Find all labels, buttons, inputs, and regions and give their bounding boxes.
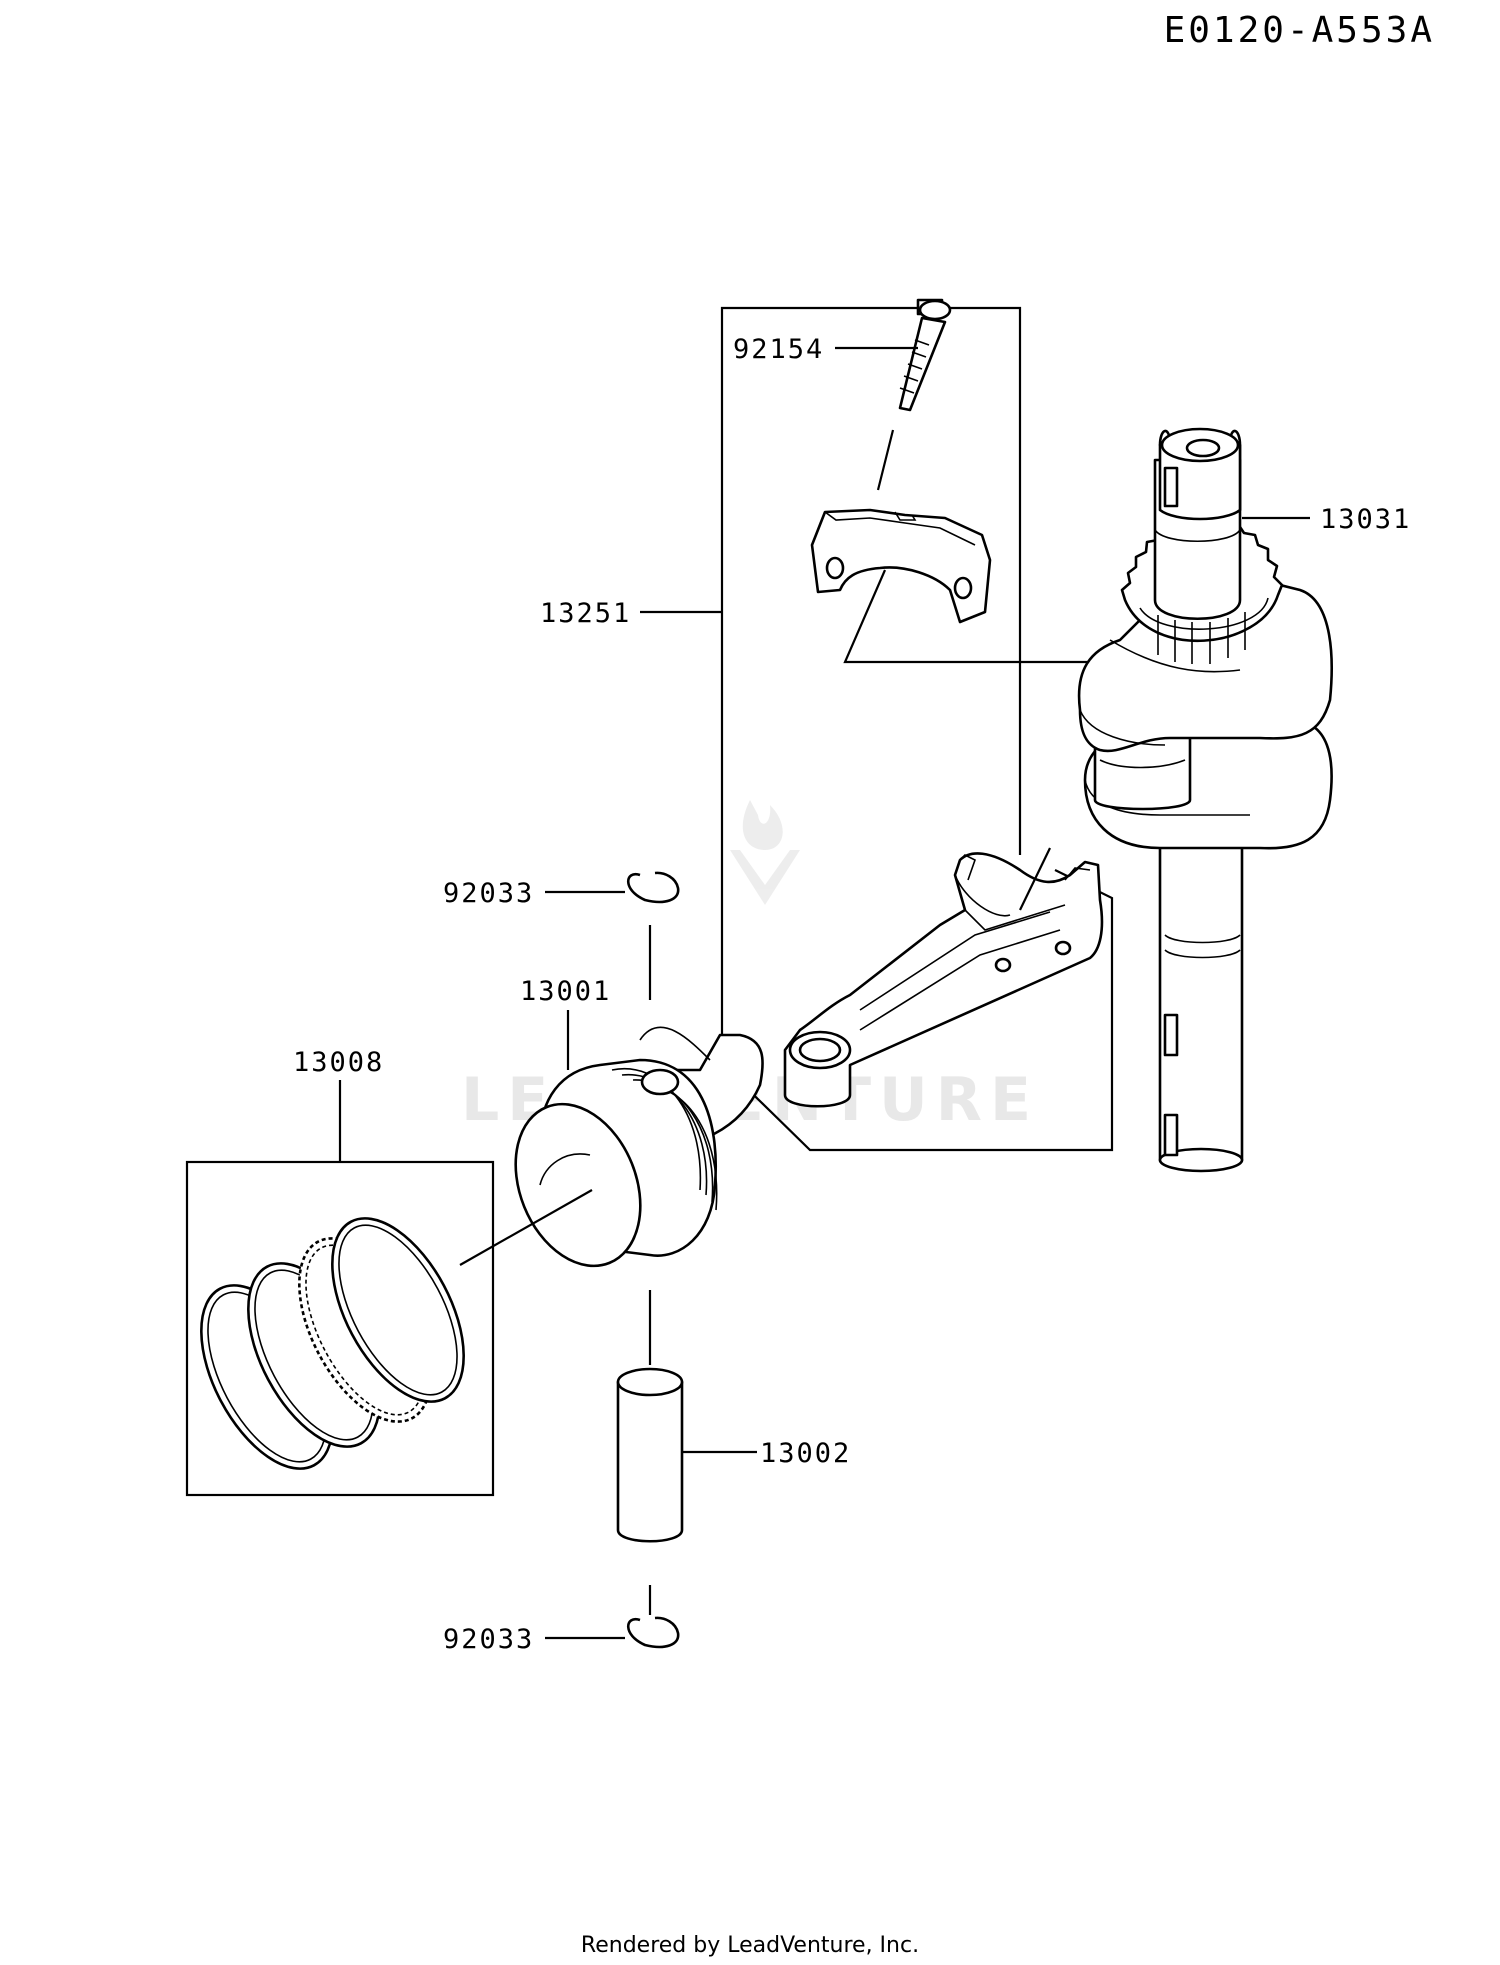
rod-cap[interactable]: [810, 508, 992, 624]
label-13031: 13031: [1320, 504, 1411, 535]
piston[interactable]: [493, 1026, 764, 1284]
crankshaft[interactable]: [1077, 427, 1333, 1173]
label-92154: 92154: [733, 334, 824, 365]
circlip-bottom[interactable]: [626, 1616, 680, 1649]
label-13251: 13251: [540, 598, 631, 629]
bolt[interactable]: [898, 298, 952, 412]
label-13008: 13008: [293, 1047, 384, 1078]
label-92033-top: 92033: [443, 878, 534, 909]
diagram-id: E0120-A553A: [1164, 10, 1435, 51]
bolt-guide-line: [876, 429, 895, 491]
label-13001: 13001: [520, 976, 611, 1007]
label-13002: 13002: [760, 1438, 851, 1469]
rings-guide-line: [459, 1189, 593, 1266]
rod-guide-line: [1019, 847, 1051, 911]
connecting-rod-assembly-box: [720, 306, 1114, 1152]
rod-cap-guide-line: [843, 569, 1100, 664]
circlip-top[interactable]: [626, 871, 680, 904]
connecting-rod[interactable]: [783, 852, 1104, 1108]
piston-rings[interactable]: [174, 1197, 491, 1489]
label-92033-bottom: 92033: [443, 1624, 534, 1655]
piston-pin[interactable]: [616, 1367, 684, 1543]
footer-credit: Rendered by LeadVenture, Inc.: [581, 1933, 919, 1958]
